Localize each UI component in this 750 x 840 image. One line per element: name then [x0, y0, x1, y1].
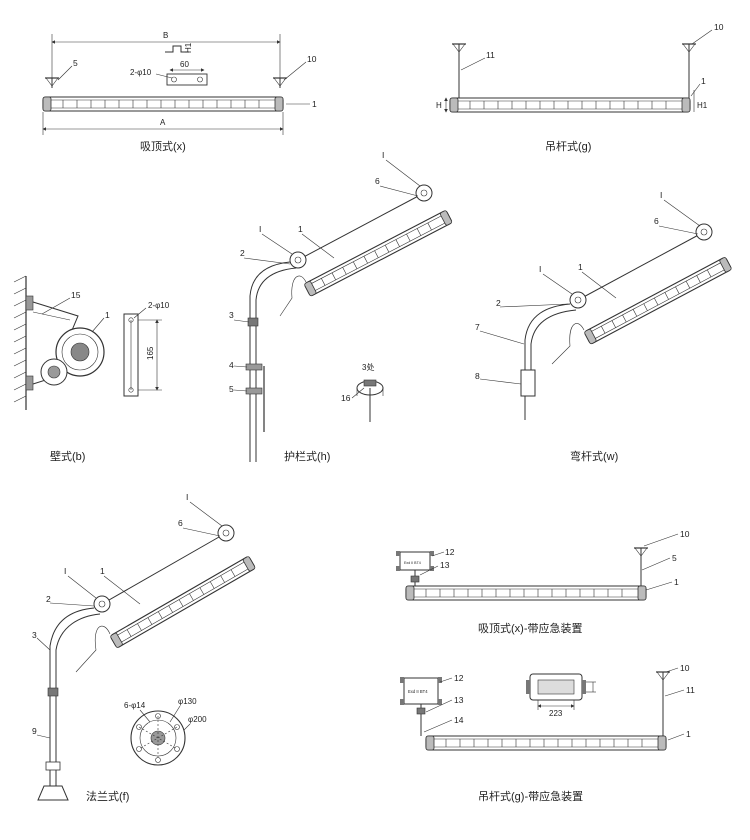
part-14-label-g: 14 — [454, 715, 464, 725]
part-4-label-h: 4 — [229, 360, 234, 370]
part-11-label: 11 — [486, 50, 495, 60]
part-12-label-x: 12 — [445, 547, 455, 557]
part-6-label-h: 6 — [375, 176, 380, 186]
box-label-2: Exd II BT4 — [408, 689, 428, 694]
box-label-1: Exd II BT4 — [404, 561, 421, 565]
caption-pendant-emergency: 吊杆式(g)-带应急装置 — [478, 789, 583, 803]
part-5-label: 5 — [73, 58, 78, 68]
part-6-label-w: 6 — [654, 216, 659, 226]
part-1-label: 1 — [312, 99, 317, 109]
part-7-label-w: 7 — [475, 322, 480, 332]
dim-130-label: φ130 — [178, 697, 197, 706]
pendant-emergency-drawing: Exd II BT4 223 12 13 14 10 11 1 吊杆式(g)-带… — [400, 663, 695, 803]
dim-165-label: 165 — [146, 346, 155, 360]
caption-guardrail: 护栏式(h) — [284, 449, 330, 463]
part-8-label-w: 8 — [475, 371, 480, 381]
part-3-label-h: 3 — [229, 310, 234, 320]
part-13-label-g: 13 — [454, 695, 464, 705]
part-2-label-f: 2 — [46, 594, 51, 604]
part-10-label: 10 — [307, 54, 317, 64]
detail-i-label-h1: I — [259, 224, 261, 234]
guardrail-mount-drawing: I 1 2 3 4 5 I 6 3处 16 护栏式(h) — [229, 150, 453, 463]
caption-flange: 法兰式(f) — [86, 789, 129, 803]
part-1-label-f: 1 — [100, 566, 105, 576]
part-3-label-f: 3 — [32, 630, 37, 640]
part-15-label: 15 — [71, 290, 81, 300]
pendant-mount-drawing: H H1 11 10 1 吊杆式(g) — [436, 22, 724, 153]
spots-label: 3处 — [362, 362, 374, 372]
caption-wall: 壁式(b) — [50, 449, 85, 463]
part-10-label-x: 10 — [680, 529, 690, 539]
dim-h1-label: H1 — [697, 101, 708, 110]
detail-i-label-h2: I — [382, 150, 384, 160]
hole-6-14-label: 6-φ14 — [124, 701, 146, 710]
part-13-label-x: 13 — [440, 560, 450, 570]
detail-i-label-f2: I — [186, 492, 188, 502]
dim-h-label: H — [436, 101, 442, 110]
part-5-label-h: 5 — [229, 384, 234, 394]
part-12-label-g: 12 — [454, 673, 464, 683]
part-5-label-x: 5 — [672, 553, 677, 563]
detail-i-label-f1: I — [64, 566, 66, 576]
part-1-label-x: 1 — [674, 577, 679, 587]
caption-bent: 弯杆式(w) — [570, 449, 618, 463]
dim-60-label: 60 — [180, 60, 189, 69]
part-1-label-h: 1 — [298, 224, 303, 234]
part-11-label-g: 11 — [686, 685, 695, 695]
dim-a-label: A — [160, 118, 166, 127]
detail-i-label-w1: I — [539, 264, 541, 274]
detail-i-label-w2: I — [660, 190, 662, 200]
dim-223-label: 223 — [549, 709, 563, 718]
flange-mount-drawing: I 1 2 3 9 I 6 6-φ14 φ130 φ200 法兰式(f) — [32, 492, 257, 803]
ceiling-mount-drawing: B H1 60 2-φ10 A 5 10 1 吸顶式(x) — [42, 31, 317, 153]
part-10-label-pendant: 10 — [714, 22, 724, 32]
ceiling-emergency-drawing: Exd II BT4 12 13 10 5 1 吸顶式(x)-带应急装置 — [396, 529, 690, 635]
part-2-label-h: 2 — [240, 248, 245, 258]
part-1-label-g: 1 — [686, 729, 691, 739]
part-10-label-g: 10 — [680, 663, 690, 673]
svg-text:H1: H1 — [184, 42, 193, 53]
caption-pendant: 吊杆式(g) — [545, 139, 591, 153]
part-1-label-pendant: 1 — [701, 76, 706, 86]
part-2-label-w: 2 — [496, 298, 501, 308]
dim-b-label: B — [163, 31, 168, 40]
part-9-label-f: 9 — [32, 726, 37, 736]
part-1-label-wall: 1 — [105, 310, 110, 320]
caption-ceiling: 吸顶式(x) — [140, 140, 186, 153]
hole-2-10-label-b: 2-φ10 — [148, 301, 170, 310]
wall-mount-drawing: 15 1 165 2-φ10 壁式(b) — [13, 275, 170, 463]
bent-pole-mount-drawing: I 1 2 7 8 I 6 弯杆式(w) — [475, 190, 733, 463]
part-1-label-w: 1 — [578, 262, 583, 272]
dim-200-label: φ200 — [188, 715, 207, 724]
part-6-label-f: 6 — [178, 518, 183, 528]
caption-ceiling-emergency: 吸顶式(x)-带应急装置 — [478, 621, 583, 635]
hole-2-10-label-a: 2-φ10 — [130, 68, 152, 77]
part-16-label: 16 — [341, 393, 351, 403]
